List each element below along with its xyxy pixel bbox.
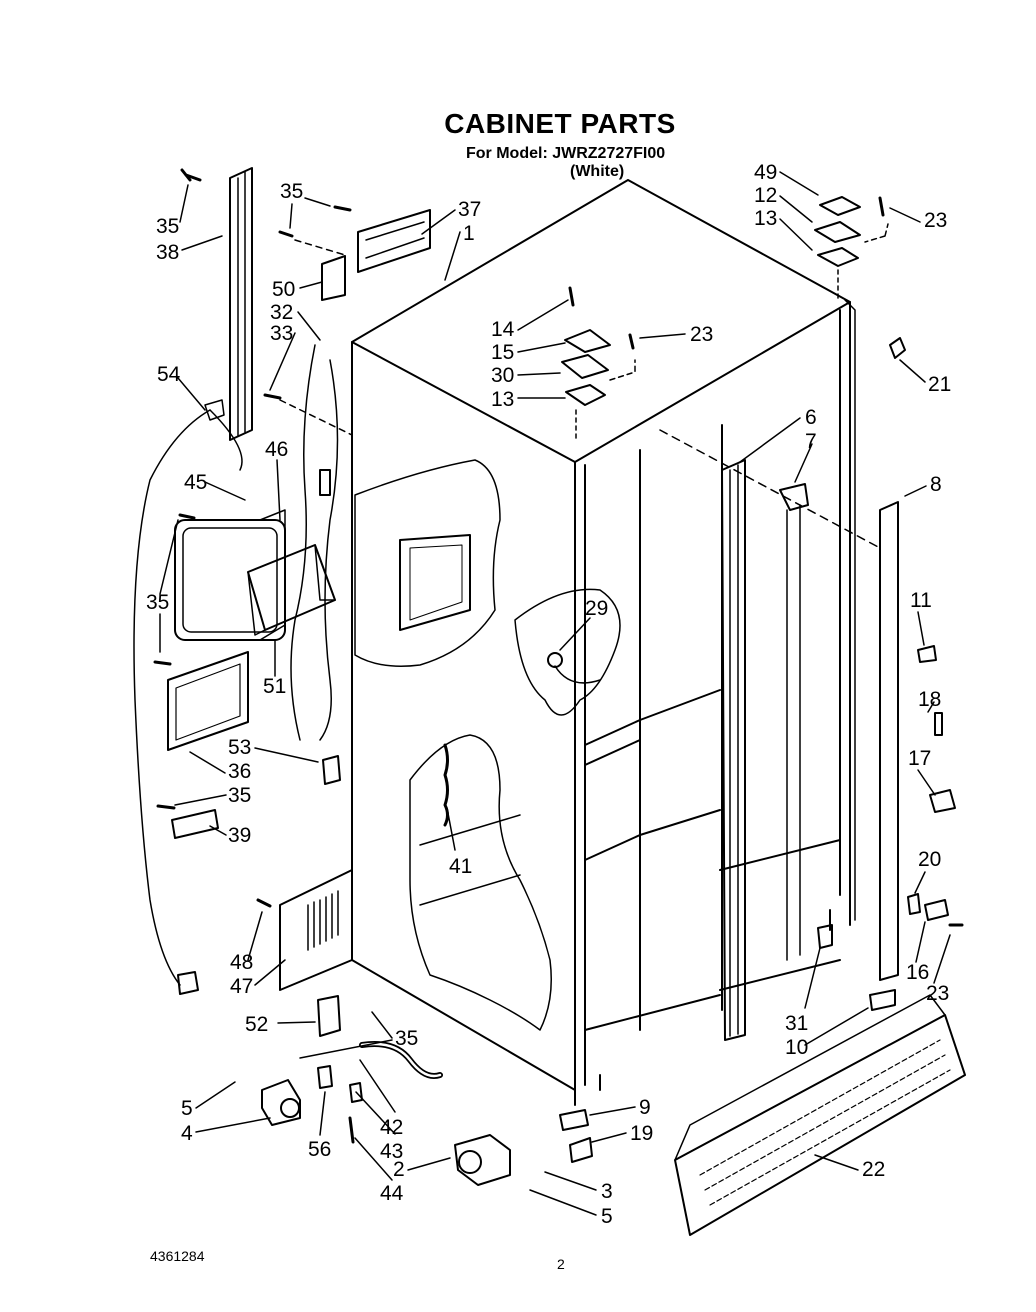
callout-9: 9 [639,1096,651,1119]
callout-19: 19 [630,1122,653,1145]
callout-56: 56 [308,1138,331,1161]
callout-5: 5 [181,1097,193,1120]
callout-16: 16 [906,961,929,984]
color-variant: (White) [570,163,625,180]
callout-38: 38 [156,241,179,264]
callout-5: 5 [601,1205,613,1228]
callout-41: 41 [449,855,472,878]
callout-33: 33 [270,322,293,345]
callout-3: 3 [601,1180,613,1203]
callout-42: 42 [380,1116,403,1139]
callout-47: 47 [230,975,253,998]
callout-1: 1 [463,222,475,245]
callout-23: 23 [924,209,947,232]
callout-13: 13 [491,388,514,411]
callout-2: 2 [393,1158,405,1181]
model-line: For Model: JWRZ2727FI00 [466,145,666,162]
cabinet-body [351,179,881,1106]
page-title: CABINET PARTS [444,108,676,139]
callout-18: 18 [918,688,941,711]
callout-30: 30 [491,364,514,387]
document-number: 4361284 [150,1248,205,1264]
callout-35: 35 [228,784,251,807]
callout-15: 15 [491,341,514,364]
callout-10: 10 [785,1036,808,1059]
leader-lines [159,171,951,1216]
callout-37: 37 [458,198,481,221]
callout-52: 52 [245,1013,268,1036]
callout-51: 51 [263,675,286,698]
callout-14: 14 [491,318,515,341]
callout-8: 8 [930,473,942,496]
callout-45: 45 [184,471,207,494]
callout-22: 22 [862,1158,885,1181]
callout-29: 29 [585,597,608,620]
part-38-trim-strip [229,167,253,441]
callout-31: 31 [785,1012,808,1035]
part-22-grille [674,994,966,1236]
callout-36: 36 [228,760,251,783]
callout-23: 23 [690,323,713,346]
callout-4: 4 [181,1122,193,1145]
callout-48: 48 [230,951,253,974]
part-47-vent-panel [279,869,353,991]
callout-43: 43 [380,1140,403,1163]
part-45-heater [174,509,286,641]
callout-44: 44 [380,1182,404,1205]
callout-49: 49 [754,161,777,184]
callout-21: 21 [928,373,951,396]
callout-7: 7 [805,430,817,453]
callout-20: 20 [918,848,941,871]
callout-50: 50 [272,278,295,301]
callout-35: 35 [146,591,169,614]
callout-35: 35 [156,215,179,238]
callout-17: 17 [908,747,931,770]
page-number: 2 [557,1256,565,1272]
callout-35: 35 [395,1027,418,1050]
callout-53: 53 [228,736,251,759]
callout-12: 12 [754,184,777,207]
callout-54: 54 [157,363,181,386]
callout-39: 39 [228,824,251,847]
callout-46: 46 [265,438,288,461]
callout-labels: 35 38 35 37 1 50 32 33 54 46 45 35 51 53… [146,161,951,1228]
callout-13: 13 [754,207,777,230]
callout-32: 32 [270,301,293,324]
callout-11: 11 [910,589,932,612]
callout-23: 23 [926,982,949,1005]
callout-35: 35 [280,180,303,203]
callout-6: 6 [805,406,817,429]
